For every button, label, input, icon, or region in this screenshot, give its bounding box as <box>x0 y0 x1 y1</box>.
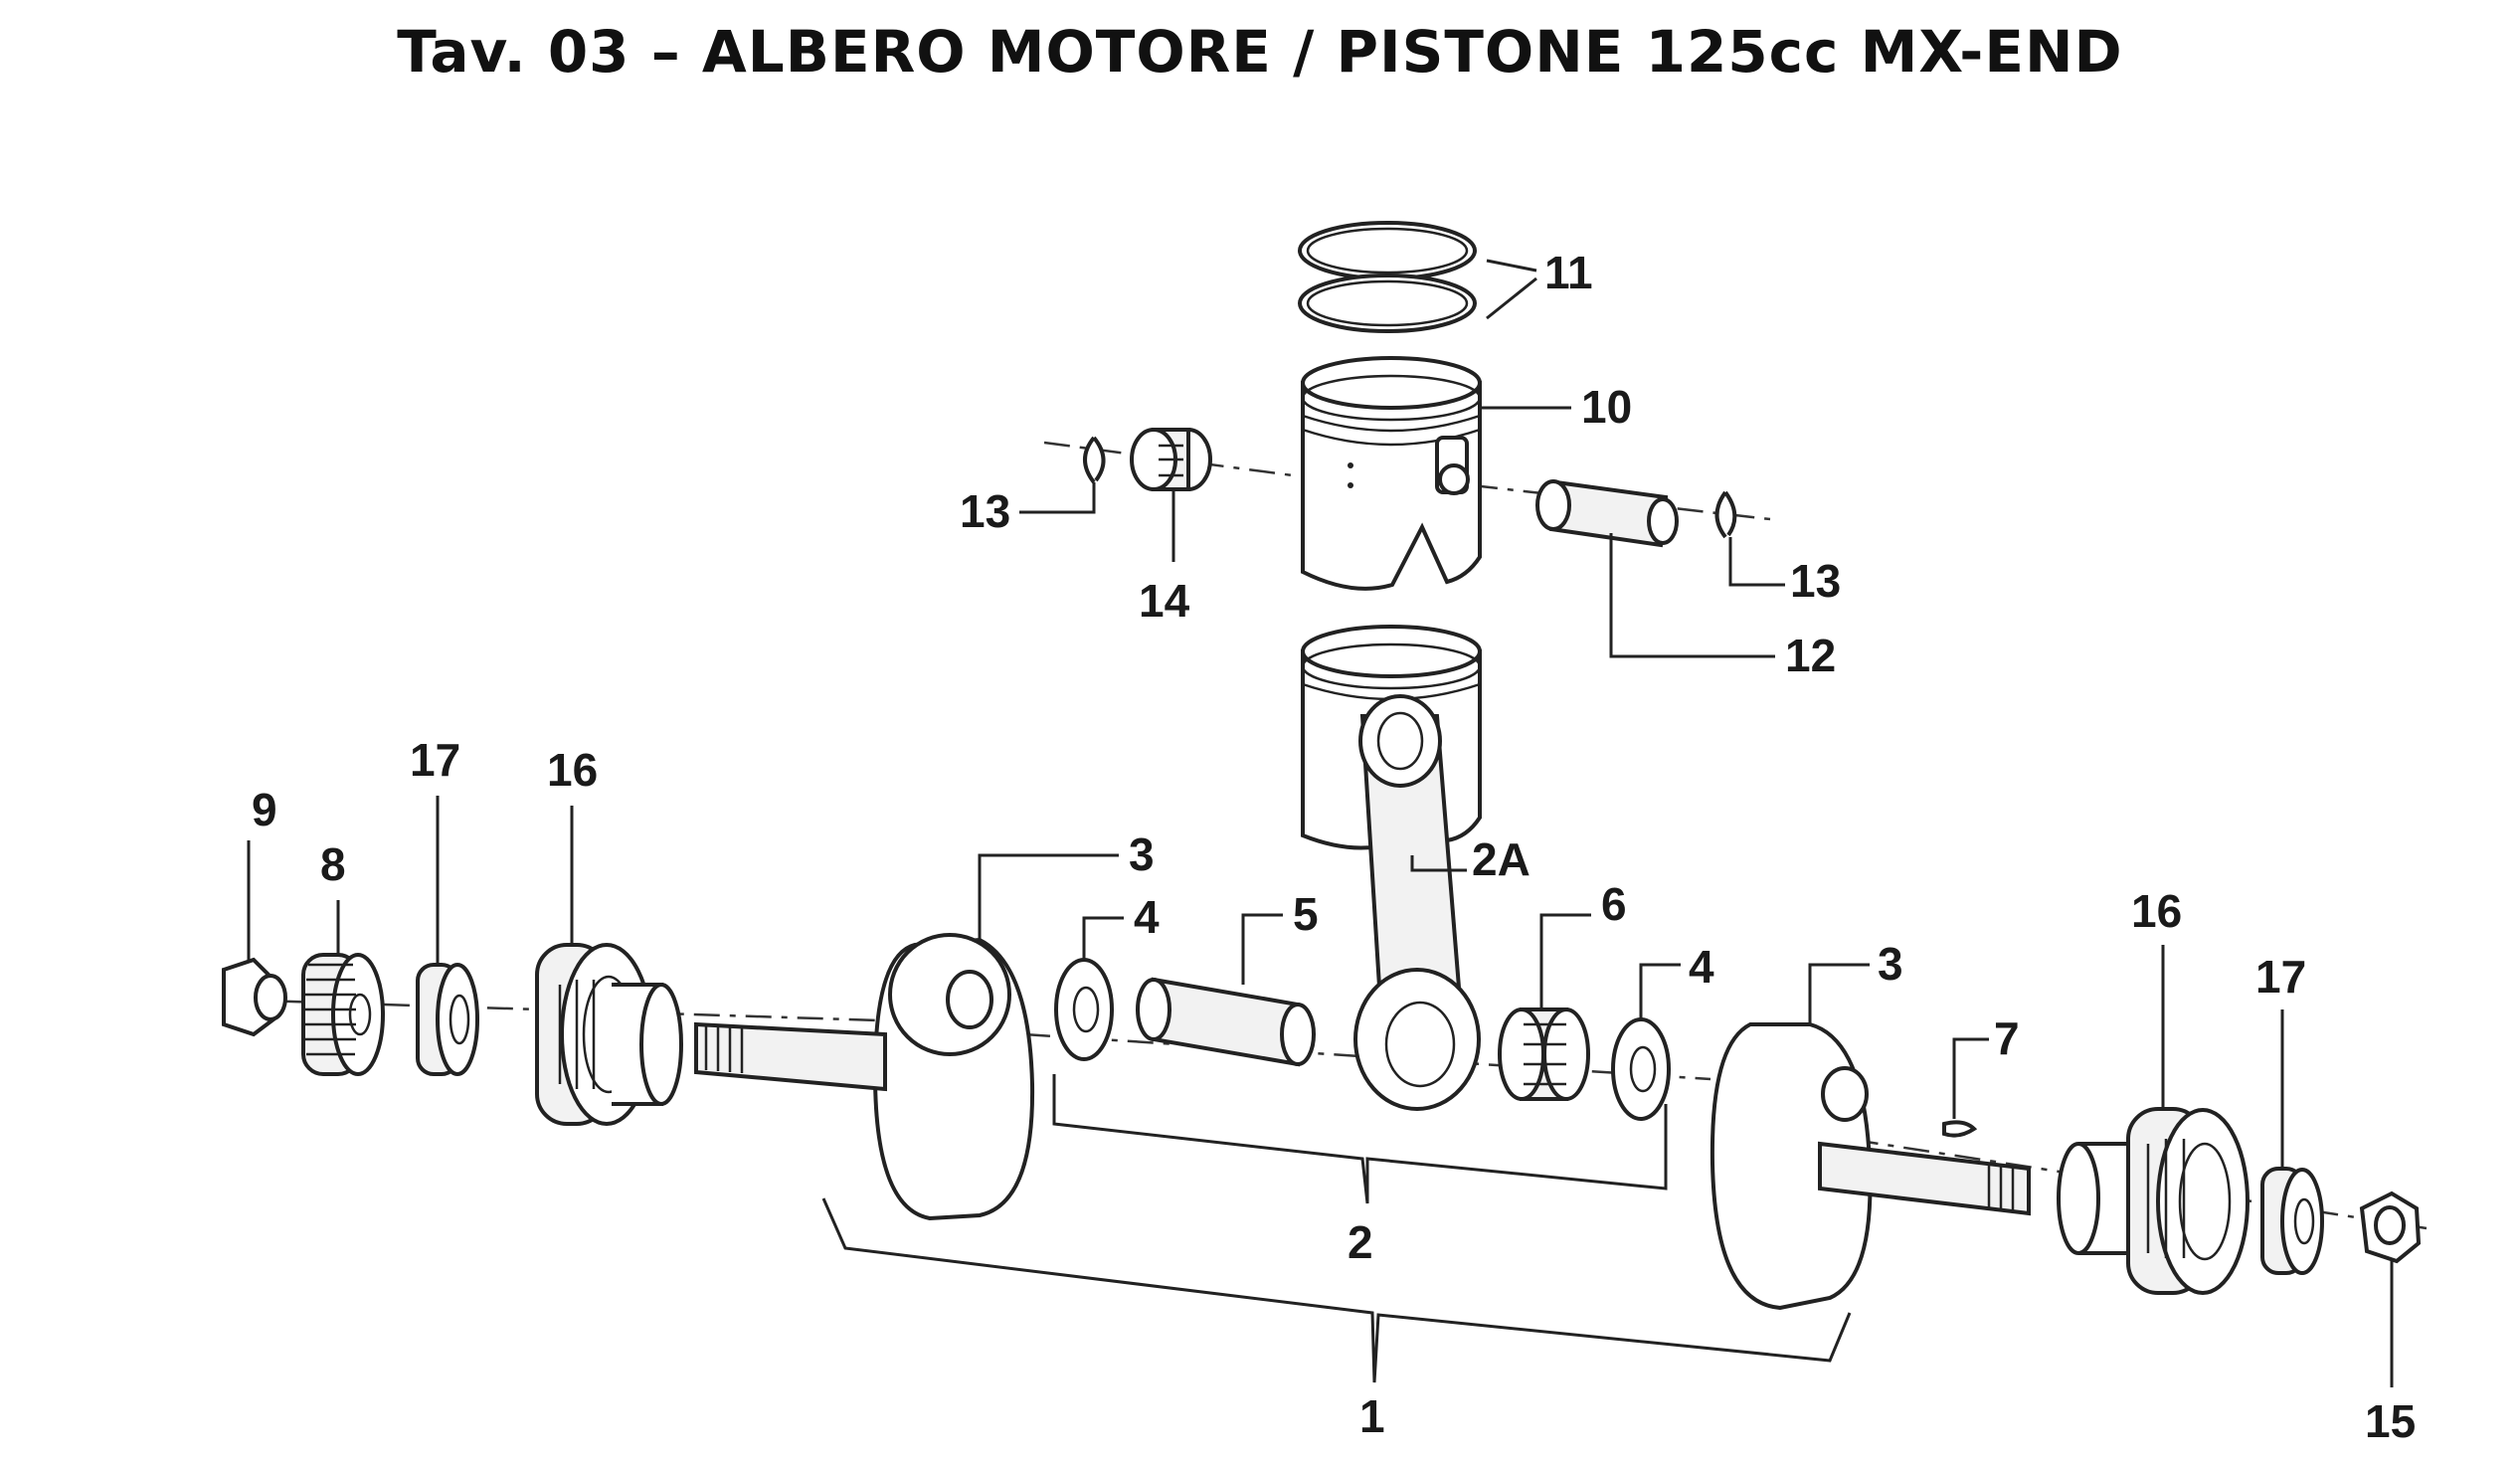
callout-9: 9 <box>252 784 277 835</box>
piston-circlip-left <box>1083 436 1106 484</box>
callout-10: 10 <box>1581 381 1632 433</box>
crankshaft-nut-right <box>2359 1190 2422 1264</box>
callout-2: 2 <box>1348 1216 1373 1268</box>
crankshaft-left-shaft <box>694 1021 887 1092</box>
callout-7: 7 <box>1994 1012 2020 1064</box>
callout-1: 1 <box>1359 1390 1385 1442</box>
crankshaft-right-shaft <box>1818 1141 2031 1216</box>
assembly-1-bracket <box>821 1197 1852 1383</box>
callout-17-right: 17 <box>2255 951 2306 1003</box>
page-title: Tav. 03 – ALBERO MOTORE / PISTONE 125cc … <box>397 18 2123 86</box>
callout-3-left: 3 <box>1129 828 1155 880</box>
callout-8: 8 <box>320 838 346 890</box>
woodruff-key <box>1942 1120 1978 1138</box>
thrust-washer-left <box>1054 958 1114 1061</box>
piston <box>1301 356 1482 591</box>
callout-4-right: 4 <box>1689 941 1714 993</box>
small-end-needle-bearing <box>1130 428 1212 491</box>
piston-pin <box>1535 479 1679 548</box>
main-bearing-right <box>2057 1107 2250 1295</box>
callout-3-right: 3 <box>1878 938 1903 990</box>
callout-15: 15 <box>2365 1395 2416 1447</box>
crankshaft-nut-left <box>222 957 287 1037</box>
main-bearing-left <box>535 943 683 1126</box>
callout-5: 5 <box>1293 888 1319 940</box>
thrust-washer-right <box>1611 1017 1671 1121</box>
crankshaft-gear <box>301 953 385 1076</box>
assembly-2-bracket <box>1052 1074 1668 1204</box>
callout-6: 6 <box>1601 878 1627 930</box>
crank-web-right <box>1710 1022 1873 1311</box>
callout-12: 12 <box>1785 630 1836 681</box>
callout-2a: 2A <box>1472 833 1530 885</box>
callout-13-left: 13 <box>960 485 1010 537</box>
callout-16-left: 16 <box>547 744 598 796</box>
piston-circlip-right <box>1714 490 1737 539</box>
callout-16-right: 16 <box>2131 885 2182 937</box>
crank-pin <box>1136 977 1316 1067</box>
callout-4-left: 4 <box>1134 891 1160 943</box>
callout-17-left: 17 <box>410 734 460 786</box>
oil-seal-left <box>416 963 479 1076</box>
leader-lines <box>247 259 2394 1387</box>
callout-11: 11 <box>1544 247 1593 298</box>
piston-rings <box>1298 221 1477 333</box>
connecting-rod-assembly <box>1301 625 1482 1111</box>
callout-13-right: 13 <box>1790 555 1841 607</box>
crank-web-left <box>872 933 1035 1221</box>
oil-seal-right <box>2260 1167 2324 1275</box>
callout-14: 14 <box>1139 575 1190 627</box>
big-end-needle-bearing <box>1498 1007 1590 1101</box>
